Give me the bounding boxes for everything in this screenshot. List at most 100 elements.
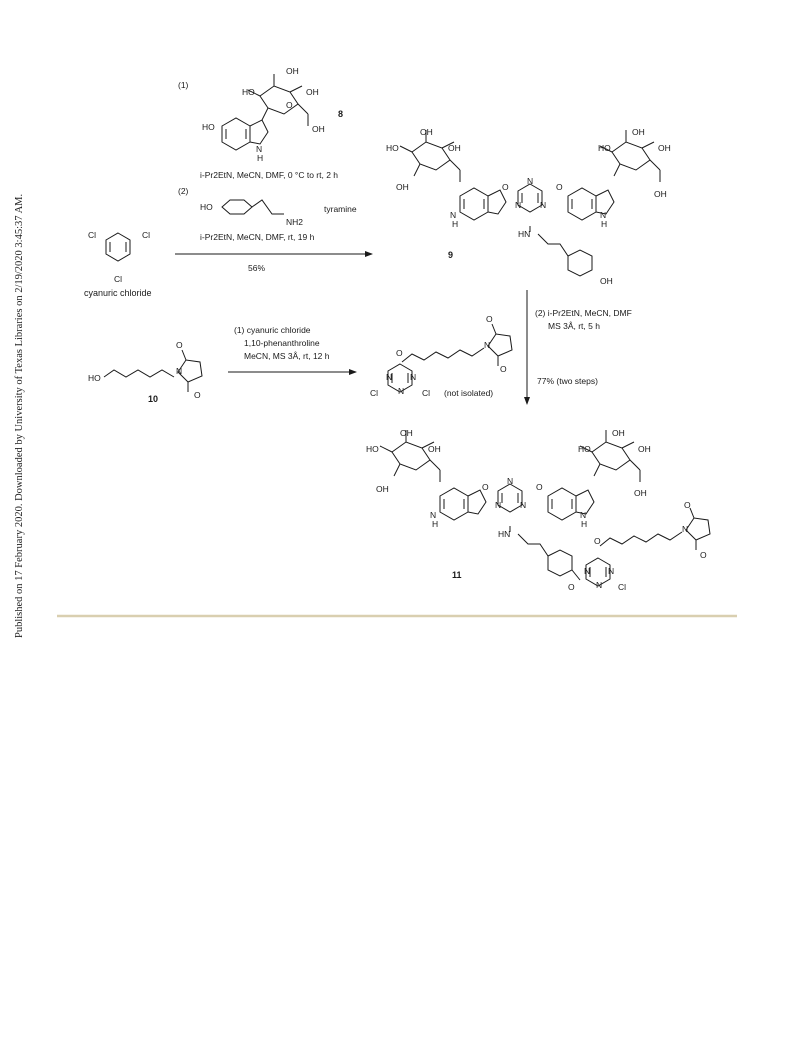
atom-label: N (596, 580, 602, 590)
atom-label: HN (518, 229, 530, 239)
maleimide-11 (685, 507, 711, 551)
atom-label: H (581, 519, 587, 529)
atom-label: N (430, 510, 436, 520)
atom-label: OH (634, 488, 647, 498)
sugar-9-right (599, 129, 661, 183)
atom-label: O (684, 500, 691, 510)
indole-9-left (459, 187, 507, 221)
indole-9-right (567, 187, 615, 221)
atom-label: Cl (370, 388, 378, 398)
atom-label: N (520, 500, 526, 510)
atom-label: OH (286, 66, 299, 76)
atom-label: O (502, 182, 509, 192)
atom-label: N (682, 524, 688, 534)
triazine-9 (517, 183, 543, 213)
tyramine-label: tyramine (324, 204, 357, 214)
condition-2: i-Pr2EtN, MeCN, DMF, rt, 19 h (200, 232, 315, 242)
atom-label: OH (600, 276, 613, 286)
cyanuric-chloride-label: cyanuric chloride (84, 288, 152, 298)
atom-label: O (556, 182, 563, 192)
atom-label: O (176, 340, 183, 350)
yield-1: 56% (248, 263, 265, 273)
atom-label: HO (386, 143, 399, 153)
atom-label: OH (420, 127, 433, 137)
atom-label: N (540, 200, 546, 210)
atom-label: HO (202, 122, 215, 132)
indole-11-left (439, 487, 487, 521)
step1-label: (1) (178, 80, 189, 90)
condition-4b: MS 3Å, rt, 5 h (548, 321, 600, 331)
atom-label: OH (632, 127, 645, 137)
not-isolated-label: (not isolated) (444, 388, 493, 398)
atom-label: Cl (142, 230, 150, 240)
atom-label: OH (376, 484, 389, 494)
atom-label: N (256, 144, 262, 154)
tyramine-arm-9 (529, 226, 593, 277)
atom-label: O (500, 364, 507, 374)
hexyl-chain-11 (599, 531, 683, 547)
sugar-8 (247, 73, 309, 127)
atom-label: O (700, 550, 707, 560)
atom-label: OH (612, 428, 625, 438)
atom-label: NH2 (286, 217, 303, 227)
tyramine-structure (221, 199, 284, 215)
atom-label: OH (400, 428, 413, 438)
condition-3c: MeCN, MS 3Å, rt, 12 h (244, 351, 330, 361)
atom-label: N (410, 372, 416, 382)
sugar-11-right (579, 429, 641, 483)
atom-label: HO (242, 87, 255, 97)
atom-label: OH (448, 143, 461, 153)
atom-label: N (386, 372, 392, 382)
atom-label: OH (396, 182, 409, 192)
atom-label: OH (306, 87, 319, 97)
atom-label: HO (578, 444, 591, 454)
condition-3b: 1,10-phenanthroline (244, 338, 320, 348)
atom-label: O (286, 100, 293, 110)
atom-label: OH (312, 124, 325, 134)
atom-label: Cl (88, 230, 96, 240)
atom-label: H (432, 519, 438, 529)
condition-1: i-Pr2EtN, MeCN, DMF, 0 °C to rt, 2 h (200, 170, 338, 180)
atom-label: H (601, 219, 607, 229)
atom-label: O (482, 482, 489, 492)
indole-11-right (547, 487, 595, 521)
atom-label: N (484, 340, 490, 350)
atom-label: O (568, 582, 575, 592)
triazine-11-top (497, 483, 523, 513)
atom-label: H (257, 153, 263, 163)
step2-label: (2) (178, 186, 189, 196)
compound-9-number: 9 (448, 250, 453, 260)
compound-10-number: 10 (148, 394, 158, 404)
atom-label: N (584, 566, 590, 576)
hexyl-chain-10 (103, 369, 175, 378)
compound-8-number: 8 (338, 109, 343, 119)
hexyl-chain-int (401, 347, 485, 363)
atom-label: OH (428, 444, 441, 454)
maleimide-int (487, 323, 513, 367)
atom-label: Cl (618, 582, 626, 592)
atom-label: HO (200, 202, 213, 212)
atom-label: N (495, 500, 501, 510)
atom-label: HO (88, 373, 101, 383)
atom-label: N (600, 210, 606, 220)
atom-label: OH (658, 143, 671, 153)
atom-label: O (594, 536, 601, 546)
atom-label: O (396, 348, 403, 358)
atom-label: Cl (114, 274, 122, 284)
atom-label: OH (654, 189, 667, 199)
atom-label: N (608, 566, 614, 576)
sugar-9-left (399, 129, 461, 183)
atom-label: O (194, 390, 201, 400)
atom-label: N (398, 386, 404, 396)
atom-label: Cl (422, 388, 430, 398)
atom-label: O (486, 314, 493, 324)
atom-label: HO (366, 444, 379, 454)
cyanuric-chloride-structure (105, 232, 131, 262)
atom-label: N (176, 366, 182, 376)
atom-label: N (515, 200, 521, 210)
condition-4a: (2) i-Pr2EtN, MeCN, DMF (535, 308, 632, 318)
atom-label: HO (598, 143, 611, 153)
atom-label: N (580, 510, 586, 520)
yield-2: 77% (two steps) (537, 376, 598, 386)
